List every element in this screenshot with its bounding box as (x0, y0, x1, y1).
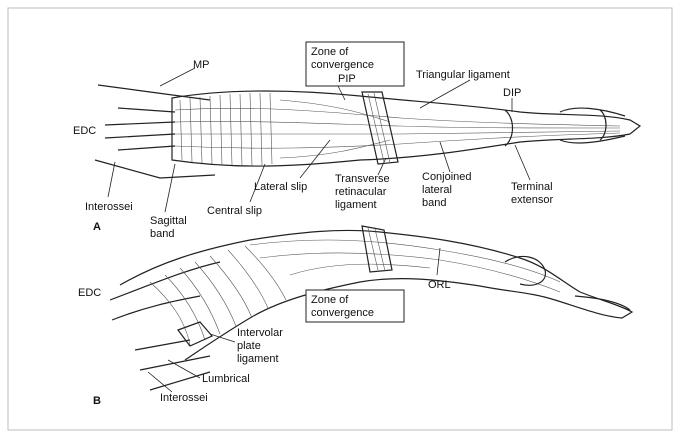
label-lumbrical: Lumbrical (202, 373, 250, 385)
label-interossei-a: Interossei (85, 201, 133, 213)
label-zone-bottom-line1: Zone of (311, 294, 349, 306)
label-transverse-line1: Transverse (335, 173, 390, 185)
label-transverse-line2: retinacular (335, 186, 387, 198)
panel-label-a: A (93, 221, 101, 233)
label-sagittal-line2: band (150, 228, 174, 240)
label-terminal-line1: Terminal (511, 181, 553, 193)
label-central-slip: Central slip (207, 205, 262, 217)
label-conjoined-line3: band (422, 197, 446, 209)
label-intervolar-line3: ligament (237, 353, 279, 365)
label-pip: PIP (338, 73, 356, 85)
panel-label-b: B (93, 395, 101, 407)
label-conjoined-line1: Conjoined (422, 171, 472, 183)
label-lateral-slip: Lateral slip (254, 181, 307, 193)
label-zone-top-line1: Zone of (311, 46, 349, 58)
label-dip: DIP (503, 87, 521, 99)
label-intervolar-line1: Intervolar (237, 327, 283, 339)
label-edc-a: EDC (73, 125, 96, 137)
label-terminal-line2: extensor (511, 194, 554, 206)
label-mp: MP (193, 59, 210, 71)
label-zone-bottom-line2: convergence (311, 307, 374, 319)
label-sagittal-line1: Sagittal (150, 215, 187, 227)
label-conjoined-line2: lateral (422, 184, 452, 196)
label-triangular-ligament: Triangular ligament (416, 69, 510, 81)
label-orl: ORL (428, 279, 451, 291)
label-zone-top-line2: convergence (311, 59, 374, 71)
label-interossei-b: Interossei (160, 392, 208, 404)
label-edc-b: EDC (78, 287, 101, 299)
label-intervolar-line2: plate (237, 340, 261, 352)
label-transverse-line3: ligament (335, 199, 377, 211)
